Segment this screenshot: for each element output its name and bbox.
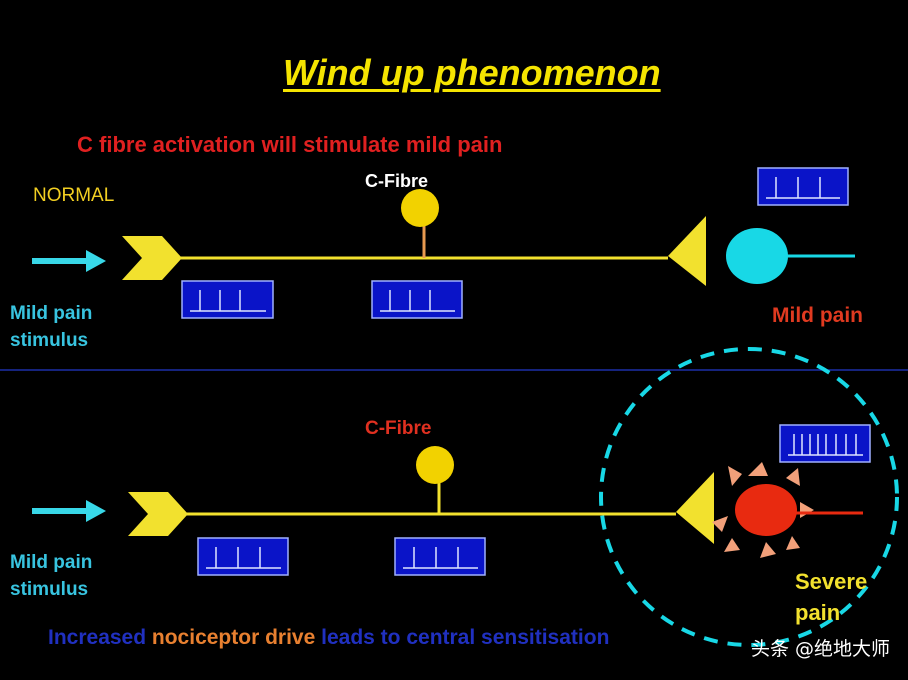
spike-box-top-right	[757, 167, 849, 206]
stimulus-arrow-top	[32, 250, 106, 272]
spike-box-top-left	[181, 280, 274, 319]
c-fibre-soma-top	[401, 189, 439, 227]
stimulus-label-bottom-line1: Mild pain	[10, 552, 93, 573]
axon-terminal-left-bottom	[128, 492, 188, 536]
watermark: 头条 @绝地大师	[750, 638, 890, 660]
bottom-sentence-part3: leads to central sensitisation	[321, 626, 610, 649]
stimulus-label-top-line2: stimulus	[10, 330, 89, 351]
bottom-sentence-part1: Increased	[48, 626, 147, 649]
stimulus-label-bottom: Mild pain stimulus	[10, 549, 92, 603]
stimulus-label-top: Mild pain stimulus	[10, 300, 92, 354]
synapse-terminal-bottom	[676, 472, 714, 544]
spike-box-top-middle	[371, 280, 463, 319]
spike-box-bottom-right	[779, 424, 871, 463]
bottom-sentence-part2: nociceptor drive	[151, 626, 316, 649]
stimulus-arrow-bottom	[32, 500, 106, 522]
axon-terminal-left-top	[122, 236, 182, 280]
second-order-neuron-top	[726, 228, 788, 284]
c-fibre-label-bottom: C-Fibre	[365, 418, 432, 439]
second-order-neuron-bottom	[735, 484, 797, 536]
diagram-subtitle: C fibre activation will stimulate mild p…	[77, 132, 503, 157]
mild-pain-label: Mild pain	[772, 304, 863, 327]
severe-pain-label: Severe pain	[795, 566, 867, 628]
c-fibre-soma-bottom	[416, 446, 454, 484]
stimulus-label-top-line1: Mild pain	[10, 303, 93, 324]
normal-label: NORMAL	[33, 185, 115, 206]
severe-pain-line2: pain	[795, 600, 841, 625]
bottom-sentence: Increased nociceptor drive leads to cent…	[48, 626, 609, 650]
sensitisation-circle	[599, 347, 899, 647]
spike-box-bottom-middle	[394, 537, 486, 576]
stimulus-label-bottom-line2: stimulus	[10, 579, 89, 600]
severe-pain-line1: Severe	[795, 569, 868, 594]
diagram-title: Wind up phenomenon	[283, 52, 661, 93]
synapse-terminal-top	[668, 216, 706, 286]
spike-box-bottom-left	[197, 537, 289, 576]
c-fibre-label-top: C-Fibre	[365, 171, 428, 191]
